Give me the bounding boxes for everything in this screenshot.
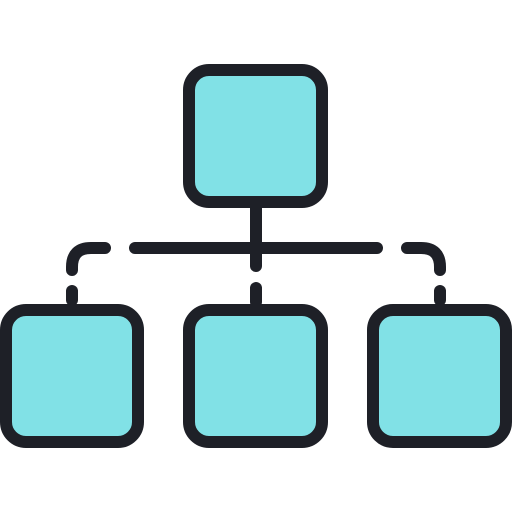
bottom-left-node	[0, 304, 144, 448]
left-corner-dash	[66, 242, 111, 276]
bottom-center-node	[183, 304, 328, 448]
nodes	[0, 64, 512, 448]
right-corner-dash	[401, 242, 446, 276]
bottom-right-node	[367, 304, 512, 448]
top-node	[183, 64, 328, 208]
connector-lines	[66, 196, 446, 308]
